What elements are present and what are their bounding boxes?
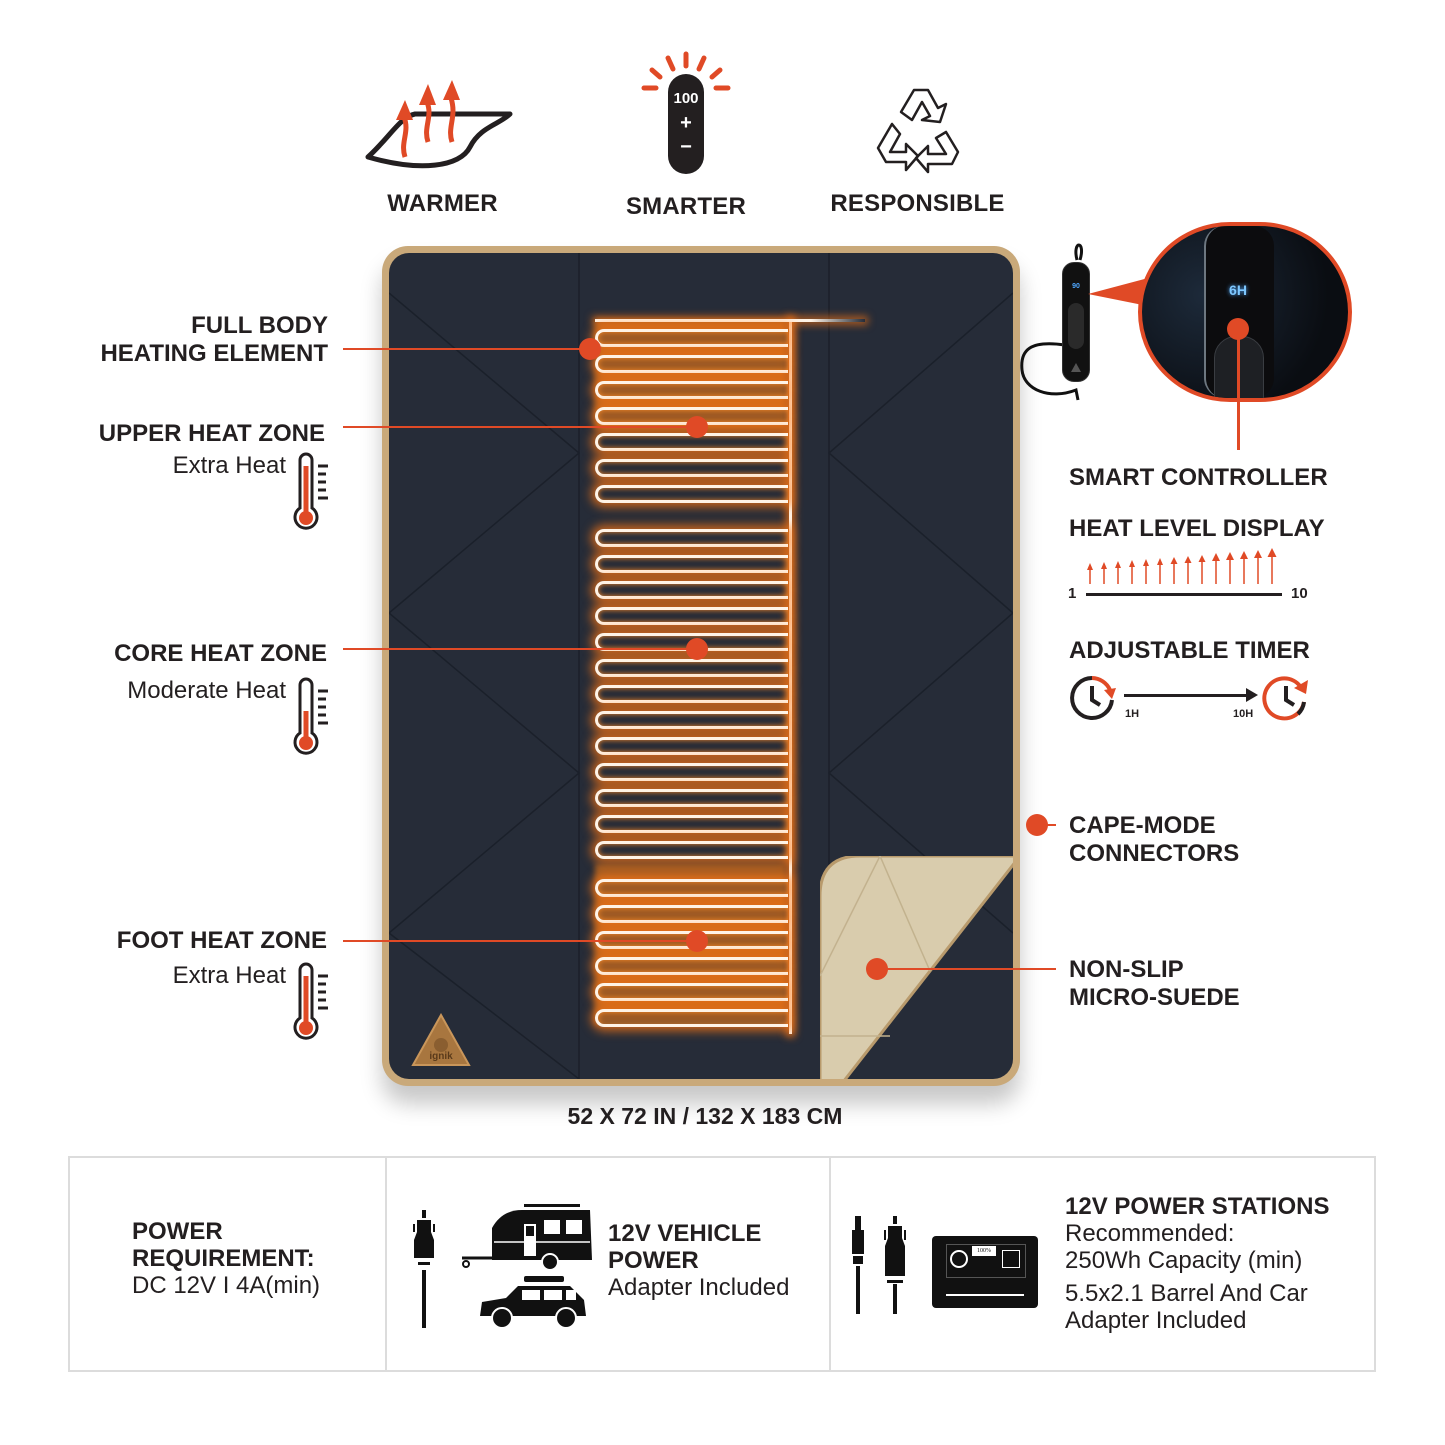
power-requirement-section: POWER REQUIREMENT: DC 12V I 4A(min) (132, 1218, 321, 1299)
car-plug-icon (884, 1216, 906, 1314)
leader-smart-controller (1237, 335, 1240, 450)
leader-foot-heat (343, 940, 693, 942)
suv-icon (480, 1276, 586, 1329)
timer-arrow-head (1246, 688, 1258, 702)
cape-mode-title: CAPE-MODE CONNECTORS (1069, 812, 1240, 867)
heat-level-scale-line (1086, 593, 1282, 596)
controller-glow-icon (641, 51, 731, 174)
clock-start-icon (1070, 676, 1116, 720)
car-plug-icon (413, 1210, 435, 1328)
controller-small-display: 90 (1072, 283, 1080, 290)
zoom-pointer (1088, 278, 1148, 306)
power-info-panel: POWER REQUIREMENT: DC 12V I 4A(min) 12V … (68, 1156, 1376, 1372)
marker-foot-heat (686, 930, 708, 952)
timer-arrow-line (1124, 694, 1248, 697)
controller-value: 100 (673, 90, 699, 107)
logo-text: ignik (429, 1051, 453, 1062)
thermometer-medium-icon (293, 677, 328, 755)
leader-cape-mode (1044, 824, 1056, 826)
timer-title: ADJUSTABLE TIMER (1069, 637, 1310, 664)
heat-level-arrows-icon (1087, 548, 1277, 584)
callout-upper-heat-subtitle: Extra Heat (172, 452, 286, 479)
leader-upper-heat (343, 426, 693, 428)
controller-minus: − (680, 136, 692, 158)
recycle-icon (876, 88, 960, 174)
feature-label-responsible: RESPONSIBLE (830, 190, 1005, 217)
callout-foot-heat-title: FOOT HEAT ZONE (116, 927, 327, 954)
timer-start-label: 1H (1125, 708, 1140, 720)
station-display: 100% (972, 1246, 996, 1256)
non-slip-title: NON-SLIP MICRO-SUEDE (1069, 956, 1240, 1011)
camper-trailer-icon (462, 1204, 592, 1270)
marker-non-slip (866, 958, 888, 980)
feature-label-warmer: WARMER (387, 190, 498, 217)
clock-end-icon (1262, 676, 1308, 721)
controller-plus: + (680, 112, 692, 134)
controller-cable (1020, 243, 1083, 401)
feature-responsible: RESPONSIBLE (820, 82, 1015, 222)
vehicle-power-section: 12V VEHICLE POWER Adapter Included (608, 1220, 790, 1301)
feature-warmer: WARMER (360, 62, 525, 222)
marker-cape-mode (1026, 814, 1048, 836)
panel-divider (829, 1158, 831, 1370)
barrel-plug-icon (852, 1216, 864, 1314)
callout-core-heat-subtitle: Moderate Heat (127, 677, 286, 704)
timer-end-label: 10H (1233, 708, 1254, 720)
thermometer-high-icon (293, 452, 328, 530)
leader-core-heat (343, 648, 693, 650)
blanket-dimensions: 52 X 72 IN / 132 X 183 CM (567, 1103, 843, 1129)
suede-fold-corner (820, 856, 1013, 1079)
callout-full-body-title: FULL BODY HEATING ELEMENT (100, 312, 328, 367)
heat-level-max: 10 (1291, 585, 1308, 602)
marker-smart-controller (1227, 318, 1249, 340)
leader-full-body (343, 348, 583, 350)
callout-foot-heat-subtitle: Extra Heat (172, 962, 286, 989)
callout-upper-heat-title: UPPER HEAT ZONE (98, 420, 325, 447)
callout-core-heat-title: CORE HEAT ZONE (114, 640, 327, 667)
warm-blanket-icon (365, 80, 513, 169)
panel-divider (385, 1158, 387, 1370)
controller-zoom-display: 6H (1229, 282, 1247, 298)
power-station-icon: 100% (932, 1236, 1038, 1308)
smart-controller-device: 90 (1062, 262, 1090, 382)
ignik-logo-patch: ignik (411, 1012, 471, 1067)
marker-core-heat (686, 638, 708, 660)
controller-zoom-circle: 6H (1138, 222, 1352, 402)
heated-blanket-image: ignik (382, 246, 1020, 1086)
feature-smarter: 100 + − SMARTER (616, 50, 756, 225)
heat-level-min: 1 (1068, 585, 1077, 602)
feature-label-smarter: SMARTER (625, 193, 747, 220)
leader-non-slip (884, 968, 1056, 970)
power-stations-section: 12V POWER STATIONS Recommended: 250Wh Ca… (1065, 1193, 1330, 1334)
smart-controller-title: SMART CONTROLLER (1069, 464, 1328, 491)
marker-upper-heat (686, 416, 708, 438)
thermometer-high-icon (293, 962, 328, 1040)
heat-level-title: HEAT LEVEL DISPLAY (1069, 515, 1325, 542)
marker-full-body (579, 338, 601, 360)
